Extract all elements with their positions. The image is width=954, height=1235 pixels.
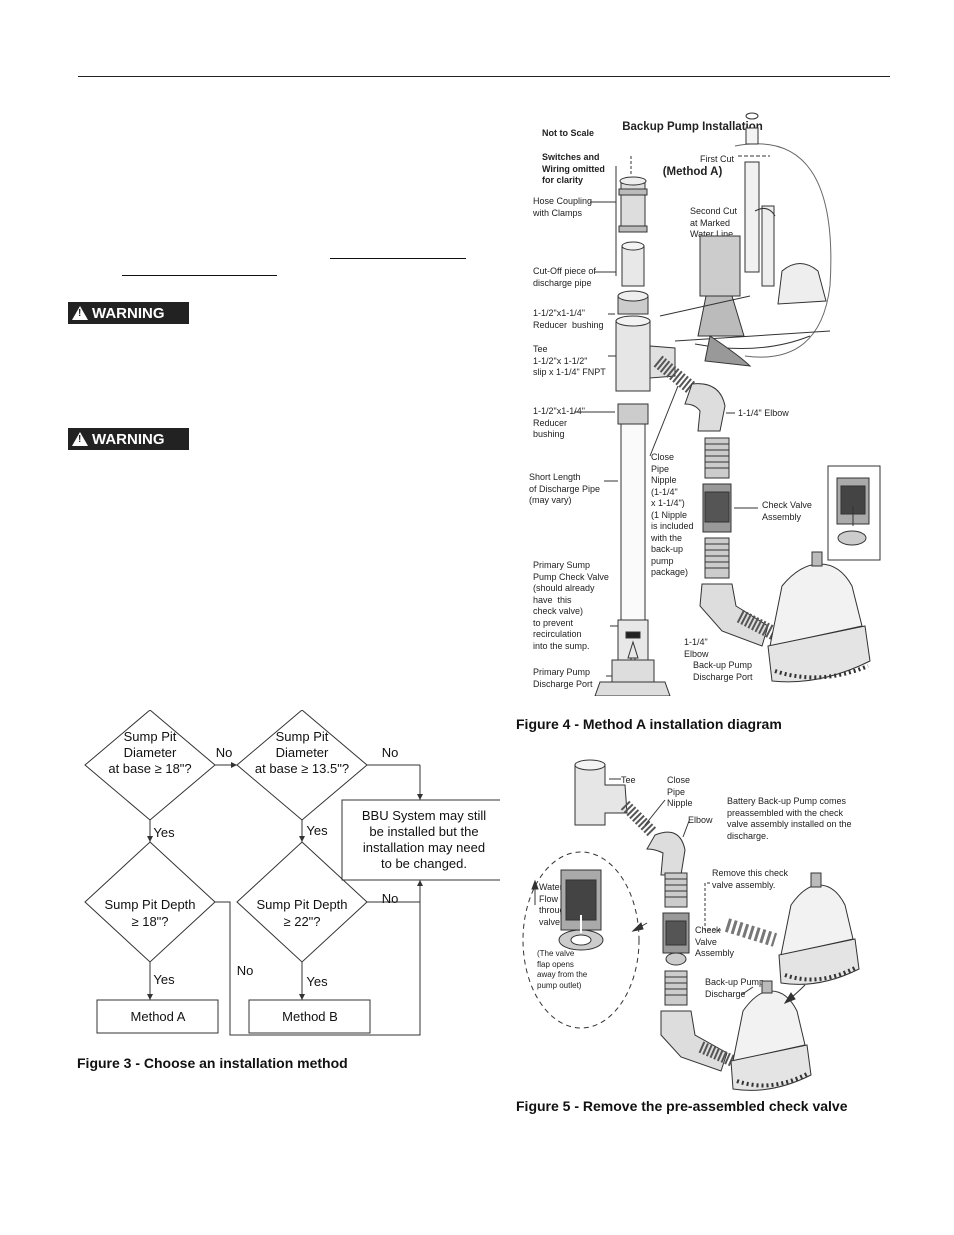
warning-badge-1: WARNING: [68, 302, 189, 324]
d3-line-2: ≥ 18"?: [131, 914, 168, 929]
figure-3-caption: Figure 3 - Choose an installation method: [77, 1055, 348, 1071]
yes-label-2: Yes: [306, 823, 328, 838]
d4-line-1: Sump Pit Depth: [256, 897, 347, 912]
bbu-note-box: [341, 799, 500, 881]
box-line-4: to be changed.: [381, 856, 467, 871]
yes-label-3: Yes: [153, 972, 175, 987]
label-reducer-bushing-1: 1-1/2"x1-1/4" Reducer bushing: [533, 308, 604, 330]
wiring-omitted-note: Switches and Wiring omitted for clarity: [542, 152, 605, 185]
d1-line-1: Sump Pit: [124, 729, 177, 744]
label-close-nipple-5: Close Pipe Nipple: [667, 775, 693, 808]
d4-line-2: ≥ 22"?: [283, 914, 320, 929]
label-elbow-bottom: 1-1/4" Elbow: [684, 637, 709, 659]
box-line-3: installation may need: [363, 840, 485, 855]
label-cutoff-pipe: Cut-Off piece of discharge pipe: [533, 266, 596, 288]
warning-triangle-icon: [72, 432, 88, 446]
label-preassembled-note: Battery Back-up Pump comes preassembled …: [727, 796, 852, 841]
method-b-label: Method B: [282, 1009, 338, 1024]
label-check-valve-assembly: Check Valve Assembly: [762, 500, 812, 522]
underline-1: [330, 258, 466, 259]
label-second-cut: Second Cut at Marked Water Line: [690, 206, 738, 239]
d1-line-2: Diameter: [124, 745, 177, 760]
label-first-cut: First Cut: [700, 154, 735, 164]
d2-line-1: Sump Pit: [276, 729, 329, 744]
box-line-2: be installed but the: [369, 824, 478, 839]
yes-label-4: Yes: [306, 974, 328, 989]
label-elbow-top: 1-1/4" Elbow: [738, 408, 789, 418]
no-label-2: No: [382, 745, 399, 760]
no-label-3: No: [382, 891, 399, 906]
d1-line-3: at base ≥ 18"?: [108, 761, 191, 776]
d2-line-3: at base ≥ 13.5"?: [255, 761, 349, 776]
no-label-4: No: [237, 963, 254, 978]
label-tee-5: Tee: [621, 775, 636, 785]
header-rule: [78, 76, 890, 77]
label-remove-check-valve: Remove this check valve assembly.: [712, 868, 789, 890]
figure-4-caption: Figure 4 - Method A installation diagram: [516, 716, 782, 732]
label-primary-port: Primary Pump Discharge Port: [533, 667, 593, 689]
warning-badge-2: WARNING: [68, 428, 189, 450]
no-label-1: No: [216, 745, 233, 760]
method-a-label: Method A: [131, 1009, 186, 1024]
box-line-1: BBU System may still: [362, 808, 486, 823]
d2-line-2: Diameter: [276, 745, 329, 760]
label-backup-discharge-5: Back-up Pump Discharge: [705, 977, 765, 999]
figure-4: Backup Pump Installation (Method A) Not …: [500, 86, 890, 732]
label-short-length: Short Length of Discharge Pipe (may vary…: [529, 472, 601, 505]
not-to-scale-note: Not to Scale: [542, 128, 595, 138]
figure-4-title: Backup Pump Installation (Method A): [622, 121, 763, 178]
d3-line-1: Sump Pit Depth: [104, 897, 195, 912]
label-tee: Tee 1-1/2"x 1-1/2" slip x 1-1/4" FNPT: [533, 344, 606, 377]
label-check-valve-5: Check Valve Assembly: [695, 925, 735, 958]
yes-label-1: Yes: [153, 825, 175, 840]
label-backup-port: Back-up Pump Discharge Port: [693, 660, 753, 682]
label-primary-check-valve: Primary Sump Pump Check Valve (should al…: [533, 560, 609, 651]
figure-5: Tee Close Pipe Nipple Elbow Battery Back…: [505, 755, 890, 1114]
label-valve-flap: (The valve flap opens away from the pump…: [537, 949, 588, 990]
method-b-box: [248, 999, 371, 1034]
figure-3-flowchart: Sump Pit Diameter at base ≥ 18"? Sump Pi…: [84, 710, 500, 1036]
label-hose-coupling: Hose Coupling with Clamps: [533, 196, 593, 218]
label-water-flow: Water Flow through valve: [539, 882, 570, 927]
figure-5-illustration: [522, 759, 860, 1091]
underline-2: [122, 275, 277, 276]
label-elbow-5: Elbow: [688, 815, 713, 825]
method-a-box: [96, 999, 219, 1034]
figure-5-caption: Figure 5 - Remove the pre-assembled chec…: [516, 1098, 848, 1114]
figure-4-illustration: [574, 112, 881, 696]
label-close-nipple: Close Pipe Nipple (1-1/4" x 1-1/4") (1 N…: [651, 452, 694, 577]
label-reducer-bushing-2: 1-1/2"x1-1/4" Reducer bushing: [533, 406, 585, 439]
warning-triangle-icon: [72, 306, 88, 320]
